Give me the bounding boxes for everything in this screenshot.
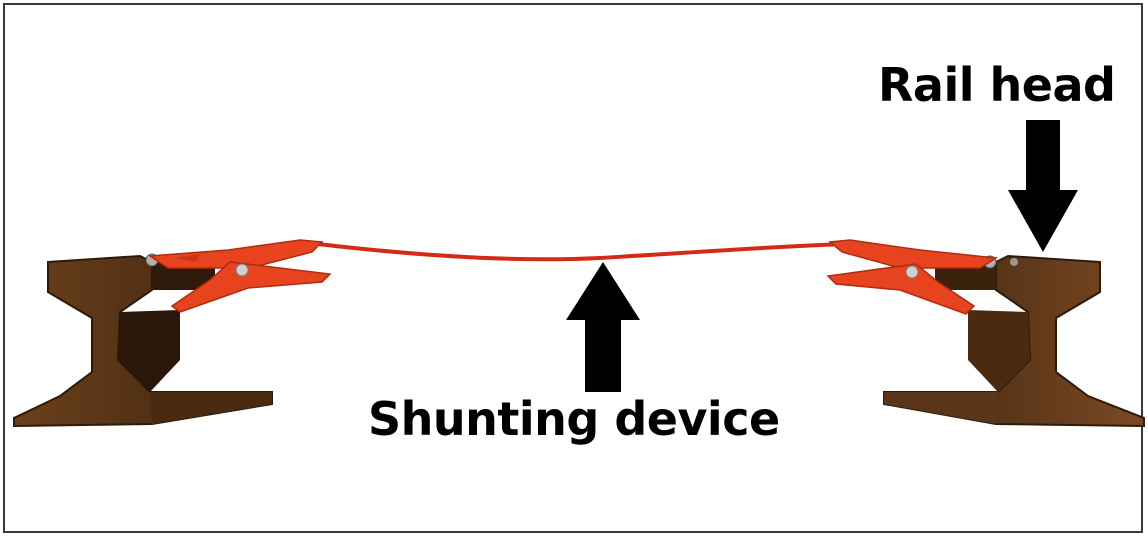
rail-left <box>13 254 273 428</box>
rail-head-label: Rail head <box>878 58 1116 112</box>
shunting-device-label: Shunting device <box>368 392 780 446</box>
arrow-down-icon <box>1008 120 1078 252</box>
clamp-left <box>145 239 332 313</box>
clamp-right <box>826 239 1018 315</box>
rail-right <box>883 254 1145 428</box>
shunt-wire <box>316 242 848 262</box>
arrow-up-icon <box>566 262 640 392</box>
